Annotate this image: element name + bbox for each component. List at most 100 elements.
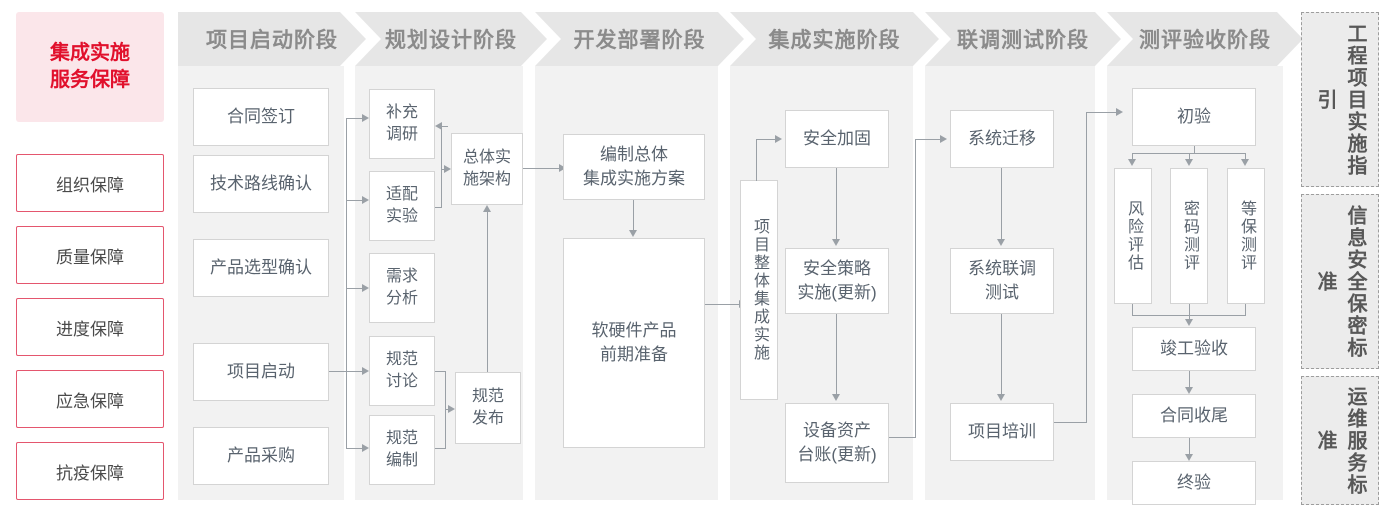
guarantee-title-line1: 集成实施 bbox=[50, 42, 130, 64]
node-final-acceptance[interactable]: 终验 bbox=[1132, 461, 1256, 505]
stage-header-integration[interactable]: 集成实施阶段 bbox=[730, 12, 939, 66]
node-supplementary-research-line1: 补充 bbox=[385, 104, 418, 121]
node-security-policy-implementation[interactable]: 安全策略 实施(更新) bbox=[785, 248, 889, 314]
node-system-migration[interactable]: 系统迁移 bbox=[950, 110, 1054, 168]
arrowhead-to-spec-discuss bbox=[362, 367, 369, 375]
arrowhead-to-adaptation bbox=[362, 196, 369, 204]
node-spec-release-line1: 规范 bbox=[471, 388, 504, 405]
stage-header-startup[interactable]: 项目启动阶段 bbox=[178, 12, 366, 66]
node-adaptation-experiment-line2: 实验 bbox=[385, 208, 418, 225]
node-product-procurement[interactable]: 产品采购 bbox=[193, 427, 329, 485]
node-tech-route-confirm[interactable]: 技术路线确认 bbox=[193, 155, 329, 213]
connector-release-to-arch bbox=[487, 212, 489, 372]
arrowhead-release-to-arch bbox=[483, 205, 491, 212]
node-project-training[interactable]: 项目培训 bbox=[950, 403, 1054, 461]
guarantee-item-epidemic[interactable]: 抗疫保障 bbox=[16, 442, 164, 500]
node-password-evaluation[interactable]: 密码测评 bbox=[1170, 168, 1208, 304]
connector-initial-down bbox=[1194, 146, 1196, 154]
arrowhead-migration-to-joint-test bbox=[997, 239, 1005, 246]
node-spec-drafting-line1: 规范 bbox=[385, 430, 418, 447]
stage-header-acceptance[interactable]: 测评验收阶段 bbox=[1107, 12, 1303, 66]
node-hw-sw-prep-line1: 软硬件产品 bbox=[591, 321, 677, 340]
node-security-hardening[interactable]: 安全加固 bbox=[785, 110, 889, 168]
guarantee-panel-title: 集成实施 服务保障 bbox=[16, 12, 164, 122]
connector-ledger-up bbox=[915, 139, 917, 438]
connector-closeout-to-final bbox=[1189, 438, 1191, 455]
node-mlps-evaluation[interactable]: 等保测评 bbox=[1227, 168, 1265, 304]
arrowhead-plan-to-prep bbox=[629, 230, 637, 237]
connector-completion-to-closeout bbox=[1189, 371, 1191, 388]
stage-header-joint-test[interactable]: 联调测试阶段 bbox=[925, 12, 1121, 66]
node-overall-arch-line1: 总体实 bbox=[462, 149, 511, 166]
guarantee-item-organization[interactable]: 组织保障 bbox=[16, 154, 164, 212]
node-product-selection-confirm[interactable]: 产品选型确认 bbox=[193, 239, 329, 297]
connector-split-to-mlps bbox=[1245, 153, 1247, 161]
connector-trunk-to-requirement bbox=[346, 288, 364, 290]
arrowhead-to-risk-assessment bbox=[1128, 159, 1136, 166]
connector-spec-draft-right bbox=[435, 448, 446, 450]
node-spec-drafting[interactable]: 规范 编制 bbox=[369, 415, 435, 485]
node-asset-ledger-line1: 设备资产 bbox=[802, 421, 871, 440]
node-overall-integration-plan[interactable]: 编制总体 集成实施方案 bbox=[563, 134, 705, 200]
stage-header-planning[interactable]: 规划设计阶段 bbox=[355, 12, 547, 66]
node-system-joint-test[interactable]: 系统联调 测试 bbox=[950, 248, 1054, 314]
arrowhead-to-spec-draft bbox=[362, 444, 369, 452]
standard-information-security-confidentiality[interactable]: 信息安全保密标准 bbox=[1301, 194, 1379, 369]
node-spec-discussion[interactable]: 规范 讨论 bbox=[369, 336, 435, 406]
standard-operations-service[interactable]: 运维服务标准 bbox=[1301, 376, 1379, 505]
node-contract-signing[interactable]: 合同签订 bbox=[193, 88, 329, 146]
node-adaptation-experiment[interactable]: 适配 实验 bbox=[369, 171, 435, 241]
connector-kickoff-out bbox=[329, 371, 347, 373]
connector-split-to-risk bbox=[1132, 153, 1134, 161]
node-overall-project-integration[interactable]: 项目整体集成实施 bbox=[740, 180, 778, 400]
node-initial-acceptance[interactable]: 初验 bbox=[1132, 88, 1256, 146]
node-spec-release[interactable]: 规范 发布 bbox=[455, 372, 521, 444]
node-hardware-software-preparation[interactable]: 软硬件产品 前期准备 bbox=[563, 238, 705, 448]
node-completion-acceptance[interactable]: 竣工验收 bbox=[1132, 327, 1256, 371]
node-supplementary-research[interactable]: 补充 调研 bbox=[369, 89, 435, 159]
arrowhead-to-migration bbox=[940, 135, 947, 143]
stage-header-deploy[interactable]: 开发部署阶段 bbox=[535, 12, 744, 66]
standard-engineering-implementation-guide[interactable]: 工程项目实施指引 bbox=[1301, 12, 1379, 187]
node-overall-implementation-architecture[interactable]: 总体实 施架构 bbox=[451, 133, 523, 205]
arrowhead-to-final-acceptance bbox=[1185, 454, 1193, 461]
connector-bracket-to-arch bbox=[441, 169, 445, 171]
node-project-kickoff[interactable]: 项目启动 bbox=[193, 343, 329, 401]
connector-adaptation-right bbox=[435, 207, 442, 209]
stage-header-planning-label: 规划设计阶段 bbox=[385, 29, 517, 52]
node-hw-sw-prep-line2: 前期准备 bbox=[600, 345, 668, 364]
connector-trunk-to-supplement bbox=[346, 118, 364, 120]
node-requirement-analysis-line1: 需求 bbox=[385, 268, 418, 285]
connector-policy-to-ledger bbox=[836, 314, 838, 394]
node-joint-test-line2: 测试 bbox=[985, 283, 1019, 302]
arrowhead-to-overall-arch bbox=[444, 165, 451, 173]
guarantee-item-schedule[interactable]: 进度保障 bbox=[16, 298, 164, 356]
connector-supplement-right bbox=[442, 126, 448, 128]
connector-to-initial-acceptance bbox=[1086, 112, 1118, 114]
connector-trunk-to-spec-discuss bbox=[346, 371, 364, 373]
connector-joint-test-to-training bbox=[1001, 314, 1003, 394]
guarantee-item-quality[interactable]: 质量保障 bbox=[16, 226, 164, 284]
node-requirement-analysis[interactable]: 需求 分析 bbox=[369, 253, 435, 323]
arrowhead-policy-to-ledger bbox=[832, 394, 840, 401]
node-asset-ledger-line2: 台账(更新) bbox=[797, 445, 877, 464]
node-spec-release-line2: 发布 bbox=[471, 410, 504, 427]
node-contract-closeout[interactable]: 合同收尾 bbox=[1132, 394, 1256, 438]
connector-risk-down bbox=[1132, 304, 1134, 316]
stage-header-integration-label: 集成实施阶段 bbox=[768, 29, 901, 52]
arrowhead-to-supplement bbox=[362, 114, 369, 122]
arrowhead-arch-to-plan bbox=[559, 164, 566, 172]
arrowhead-to-completion-acceptance bbox=[1185, 319, 1193, 326]
stage-header-acceptance-label: 测评验收阶段 bbox=[1139, 29, 1271, 52]
connector-training-right bbox=[1054, 422, 1087, 424]
guarantee-item-emergency[interactable]: 应急保障 bbox=[16, 370, 164, 428]
arrowhead-to-mlps-evaluation bbox=[1241, 159, 1249, 166]
guarantee-title-line2: 服务保障 bbox=[50, 69, 130, 91]
arrowhead-to-password-evaluation bbox=[1185, 159, 1193, 166]
connector-integration-to-hardening bbox=[756, 139, 777, 141]
node-equipment-asset-ledger[interactable]: 设备资产 台账(更新) bbox=[785, 403, 889, 483]
node-joint-test-line1: 系统联调 bbox=[968, 259, 1036, 278]
arrowhead-to-initial-acceptance bbox=[1116, 108, 1123, 116]
node-risk-assessment[interactable]: 风险评估 bbox=[1114, 168, 1152, 304]
